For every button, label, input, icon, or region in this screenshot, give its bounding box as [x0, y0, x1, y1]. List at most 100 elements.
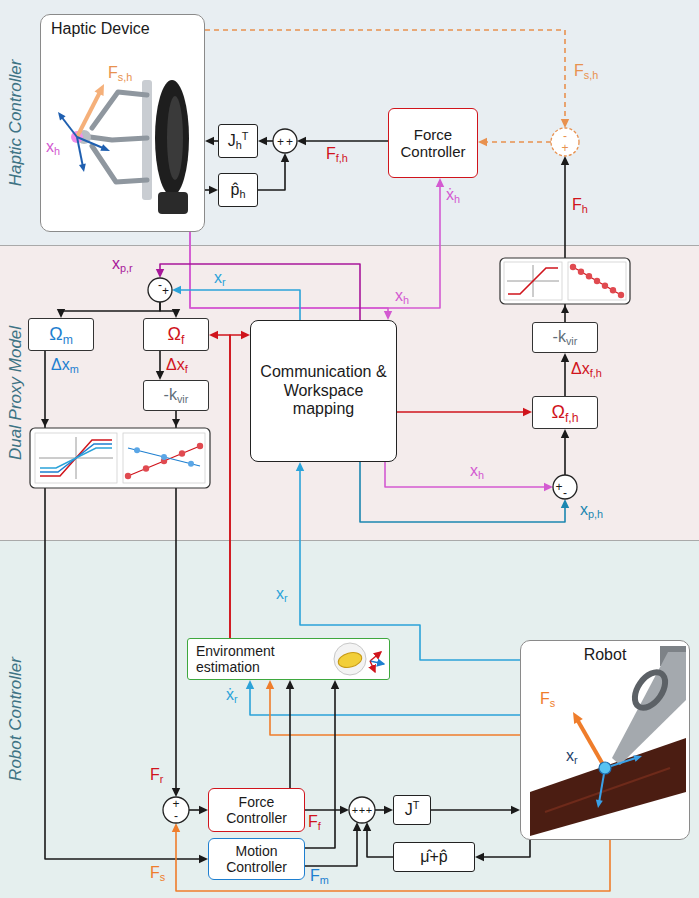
label-holder: ẋr — [226, 686, 238, 704]
label-holder: Δxm — [51, 356, 79, 374]
label-holder: xr — [566, 747, 578, 765]
signal-label: xh — [470, 462, 484, 479]
arrow-head — [296, 462, 304, 471]
box-label: Communication & Workspace mapping — [255, 363, 392, 418]
summing-junction: -+ — [147, 277, 173, 303]
connector-line — [564, 360, 566, 396]
connector-line — [485, 141, 551, 143]
signal-label: Fh — [572, 196, 588, 213]
summing-junction: -+ — [550, 127, 580, 157]
arrow-head — [511, 806, 520, 814]
connector — [360, 462, 569, 522]
arrow-head — [561, 429, 569, 438]
connector-line — [216, 335, 230, 638]
gain-box: -kvir — [143, 380, 209, 411]
arrow-head — [523, 408, 532, 416]
connector-line — [367, 829, 393, 857]
signal-label: Δxf,h — [571, 360, 602, 377]
label-holder: Δxf — [166, 356, 188, 374]
jacobian-box: JT — [393, 795, 431, 825]
arrow-head — [561, 156, 569, 165]
connector — [209, 331, 230, 638]
connector — [286, 680, 294, 788]
arrow-head — [209, 186, 218, 194]
force-controller-box: Force Controller — [388, 108, 478, 178]
junction-sign: + — [555, 481, 562, 493]
label-holder: Fm — [310, 867, 329, 885]
connector — [189, 806, 208, 814]
junction-sign: + — [286, 136, 293, 148]
model-band: Dual Proxy Model-+ΩmΩf-kvirCommunication… — [0, 245, 699, 540]
box-label: μ̂+p̂ — [420, 848, 447, 866]
junction-sign: - — [563, 487, 567, 499]
jacobian-box: JhT — [218, 124, 258, 158]
box-label: Ωf — [168, 324, 185, 345]
connector — [205, 186, 218, 194]
projection-box: Ωm — [28, 318, 94, 351]
connector — [172, 286, 300, 320]
label-holder: xh — [46, 138, 60, 156]
band-title-holder: Dual Proxy Model — [6, 325, 26, 459]
signal-label: Fs — [150, 864, 165, 881]
band-title: Dual Proxy Model — [6, 325, 25, 459]
arrow-head — [436, 178, 444, 187]
arrow-head — [384, 311, 392, 320]
illustration-label: Fs — [540, 690, 555, 707]
signal-label: xh — [395, 287, 409, 304]
arrow-head — [172, 823, 180, 832]
connector-line — [305, 687, 335, 848]
connector — [246, 680, 520, 715]
arrow-head — [561, 353, 569, 362]
arrow-head — [286, 680, 294, 689]
box-title: Robot — [584, 646, 627, 663]
signal-label: xr — [214, 269, 226, 286]
label-holder: Fr — [150, 766, 163, 784]
signal-label: Ff,h — [326, 145, 348, 162]
arrow-head — [281, 153, 289, 162]
label-holder: Fs — [540, 690, 555, 708]
box-label: Force Controller — [393, 126, 473, 161]
junction-sign: + — [352, 805, 358, 816]
connector-line — [270, 687, 520, 735]
summing-junction: ++ — [272, 128, 298, 154]
robot-illustration — [520, 640, 690, 840]
junction-sign: + — [162, 285, 169, 297]
box-label: p̂h — [231, 181, 246, 199]
arrow-head — [205, 137, 214, 145]
junction-sign: + — [366, 805, 372, 816]
junction-sign: - — [563, 130, 567, 142]
controller-band: Robot ControllerEnvironment estimation+-… — [0, 540, 699, 898]
controller-band: Haptic ControllerHaptic DeviceJhTp̂h++Fo… — [0, 0, 699, 245]
summing-junction: +++ — [348, 796, 376, 824]
signal-label: ẋr — [226, 686, 238, 703]
box-label: JhT — [228, 132, 249, 150]
junction-sign: + — [277, 136, 284, 148]
robot-box: Robot — [520, 640, 690, 840]
arrow-head — [258, 137, 267, 145]
connector-line — [397, 411, 525, 413]
connector-line — [190, 232, 388, 313]
junction-sign: + — [359, 805, 365, 816]
box-label: -kvir — [164, 386, 189, 404]
connector-line — [304, 140, 388, 142]
box-label: Ωf,h — [551, 402, 578, 423]
arrow-head — [57, 309, 65, 318]
label-holder: xp,r — [112, 255, 133, 273]
label-holder: ẋh — [446, 186, 460, 204]
connector — [266, 680, 520, 735]
arrow-head — [199, 855, 208, 863]
connector — [296, 462, 520, 660]
junction-sign: + — [172, 798, 179, 810]
arrow-head — [156, 371, 164, 380]
motion-controller-box: Motion Controller — [208, 838, 305, 880]
label-holder: Ff — [308, 813, 321, 831]
connector-line — [45, 351, 201, 859]
mapping-graph — [30, 419, 210, 488]
junction-outline — [272, 128, 298, 154]
estimation-box: Environment estimation — [187, 638, 390, 680]
signal-label: Fr — [150, 766, 163, 783]
connector-line — [179, 290, 300, 320]
connector-line — [160, 264, 360, 320]
arrow-head — [297, 137, 306, 145]
